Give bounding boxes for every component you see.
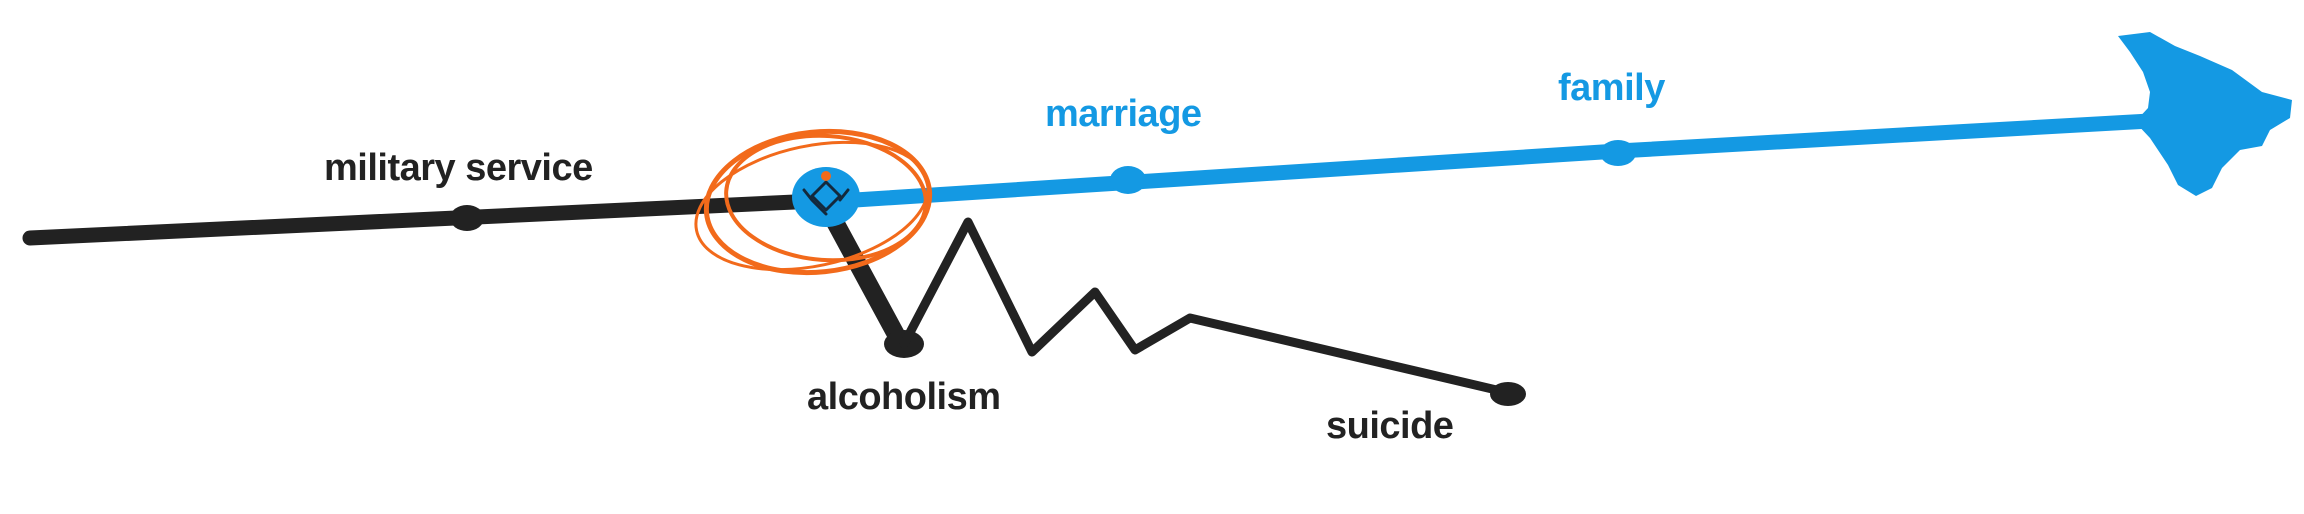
family-label: family (1558, 67, 1665, 109)
downward-path (826, 213, 1526, 406)
suicide-label: suicide (1326, 405, 1453, 447)
family-node (1600, 140, 1636, 166)
alcoholism-line (826, 213, 909, 351)
alcoholism-label: alcoholism (807, 376, 1001, 418)
past-line (22, 194, 803, 246)
marriage-node (1110, 166, 1146, 194)
past-timeline (22, 194, 803, 246)
military-service-node (450, 205, 484, 231)
highlight-circle-2 (724, 133, 928, 263)
highlight-circle-3 (694, 140, 930, 272)
marriage-label: marriage (1045, 93, 1202, 135)
military-service-label: military service (324, 147, 593, 189)
future-timeline (847, 32, 2292, 208)
decline-line (899, 217, 1510, 397)
arrow-right-icon (2118, 32, 2292, 196)
suicide-node (1490, 382, 1526, 406)
icon-badge (792, 167, 860, 227)
turning-point (694, 128, 933, 276)
hands-heart-icon (802, 171, 850, 216)
